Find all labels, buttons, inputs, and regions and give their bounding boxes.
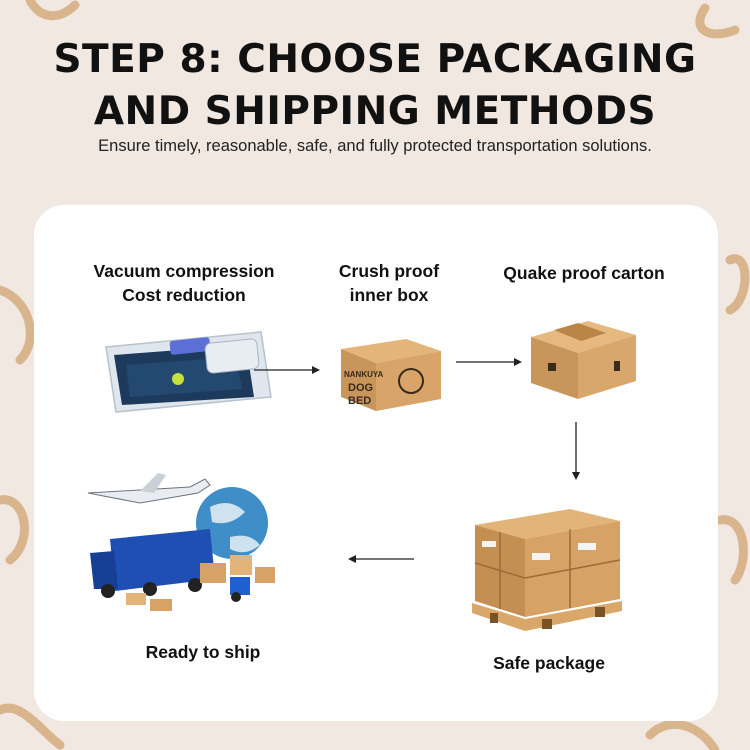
carton-image: [531, 321, 636, 399]
flow-arrow-2: [456, 358, 522, 366]
process-card: Vacuum compression Cost reduction Crush …: [34, 205, 718, 721]
step-ready-label-line1: Ready to ship: [145, 642, 261, 662]
step-vacuum-label-line2: Cost reduction: [122, 285, 246, 305]
title-line-1: STEP 8: CHOOSE PACKAGING: [53, 37, 697, 82]
step-vacuum-label: Vacuum compression Cost reduction: [74, 259, 294, 307]
step-safe-package-label: Safe package: [464, 651, 634, 675]
flow-arrow-3: [572, 422, 580, 480]
box-text-dog: DOG: [348, 382, 373, 394]
step-ready-label: Ready to ship: [118, 640, 288, 664]
vacuum-bag-image: [105, 331, 272, 413]
flow-arrow-4: [348, 555, 414, 563]
step-carton-label: Quake proof carton: [484, 261, 684, 285]
box-text-bed: BED: [348, 395, 371, 407]
flow-arrow-1: [254, 366, 320, 374]
step-carton-label-line1: Quake proof carton: [503, 263, 665, 283]
page-subtitle: Ensure timely, reasonable, safe, and ful…: [98, 137, 652, 155]
step-safe-package-label-line1: Safe package: [493, 653, 605, 673]
step-vacuum-label-line1: Vacuum compression: [93, 261, 275, 281]
step-inner-box-label: Crush proof inner box: [309, 259, 469, 307]
title-line-2: AND SHIPPING METHODS: [93, 89, 657, 134]
step-inner-box-label-line1: Crush proof: [338, 261, 440, 281]
box-brand-text: NANKUYA: [344, 370, 383, 379]
logistics-image: [87, 473, 275, 611]
pallet-image: [472, 509, 622, 631]
inner-box-image: NANKUYA DOG BED: [341, 339, 441, 411]
page-title: STEP 8: CHOOSE PACKAGING AND SHIPPING ME…: [0, 34, 750, 138]
step-inner-box-label-line2: inner box: [349, 285, 429, 305]
